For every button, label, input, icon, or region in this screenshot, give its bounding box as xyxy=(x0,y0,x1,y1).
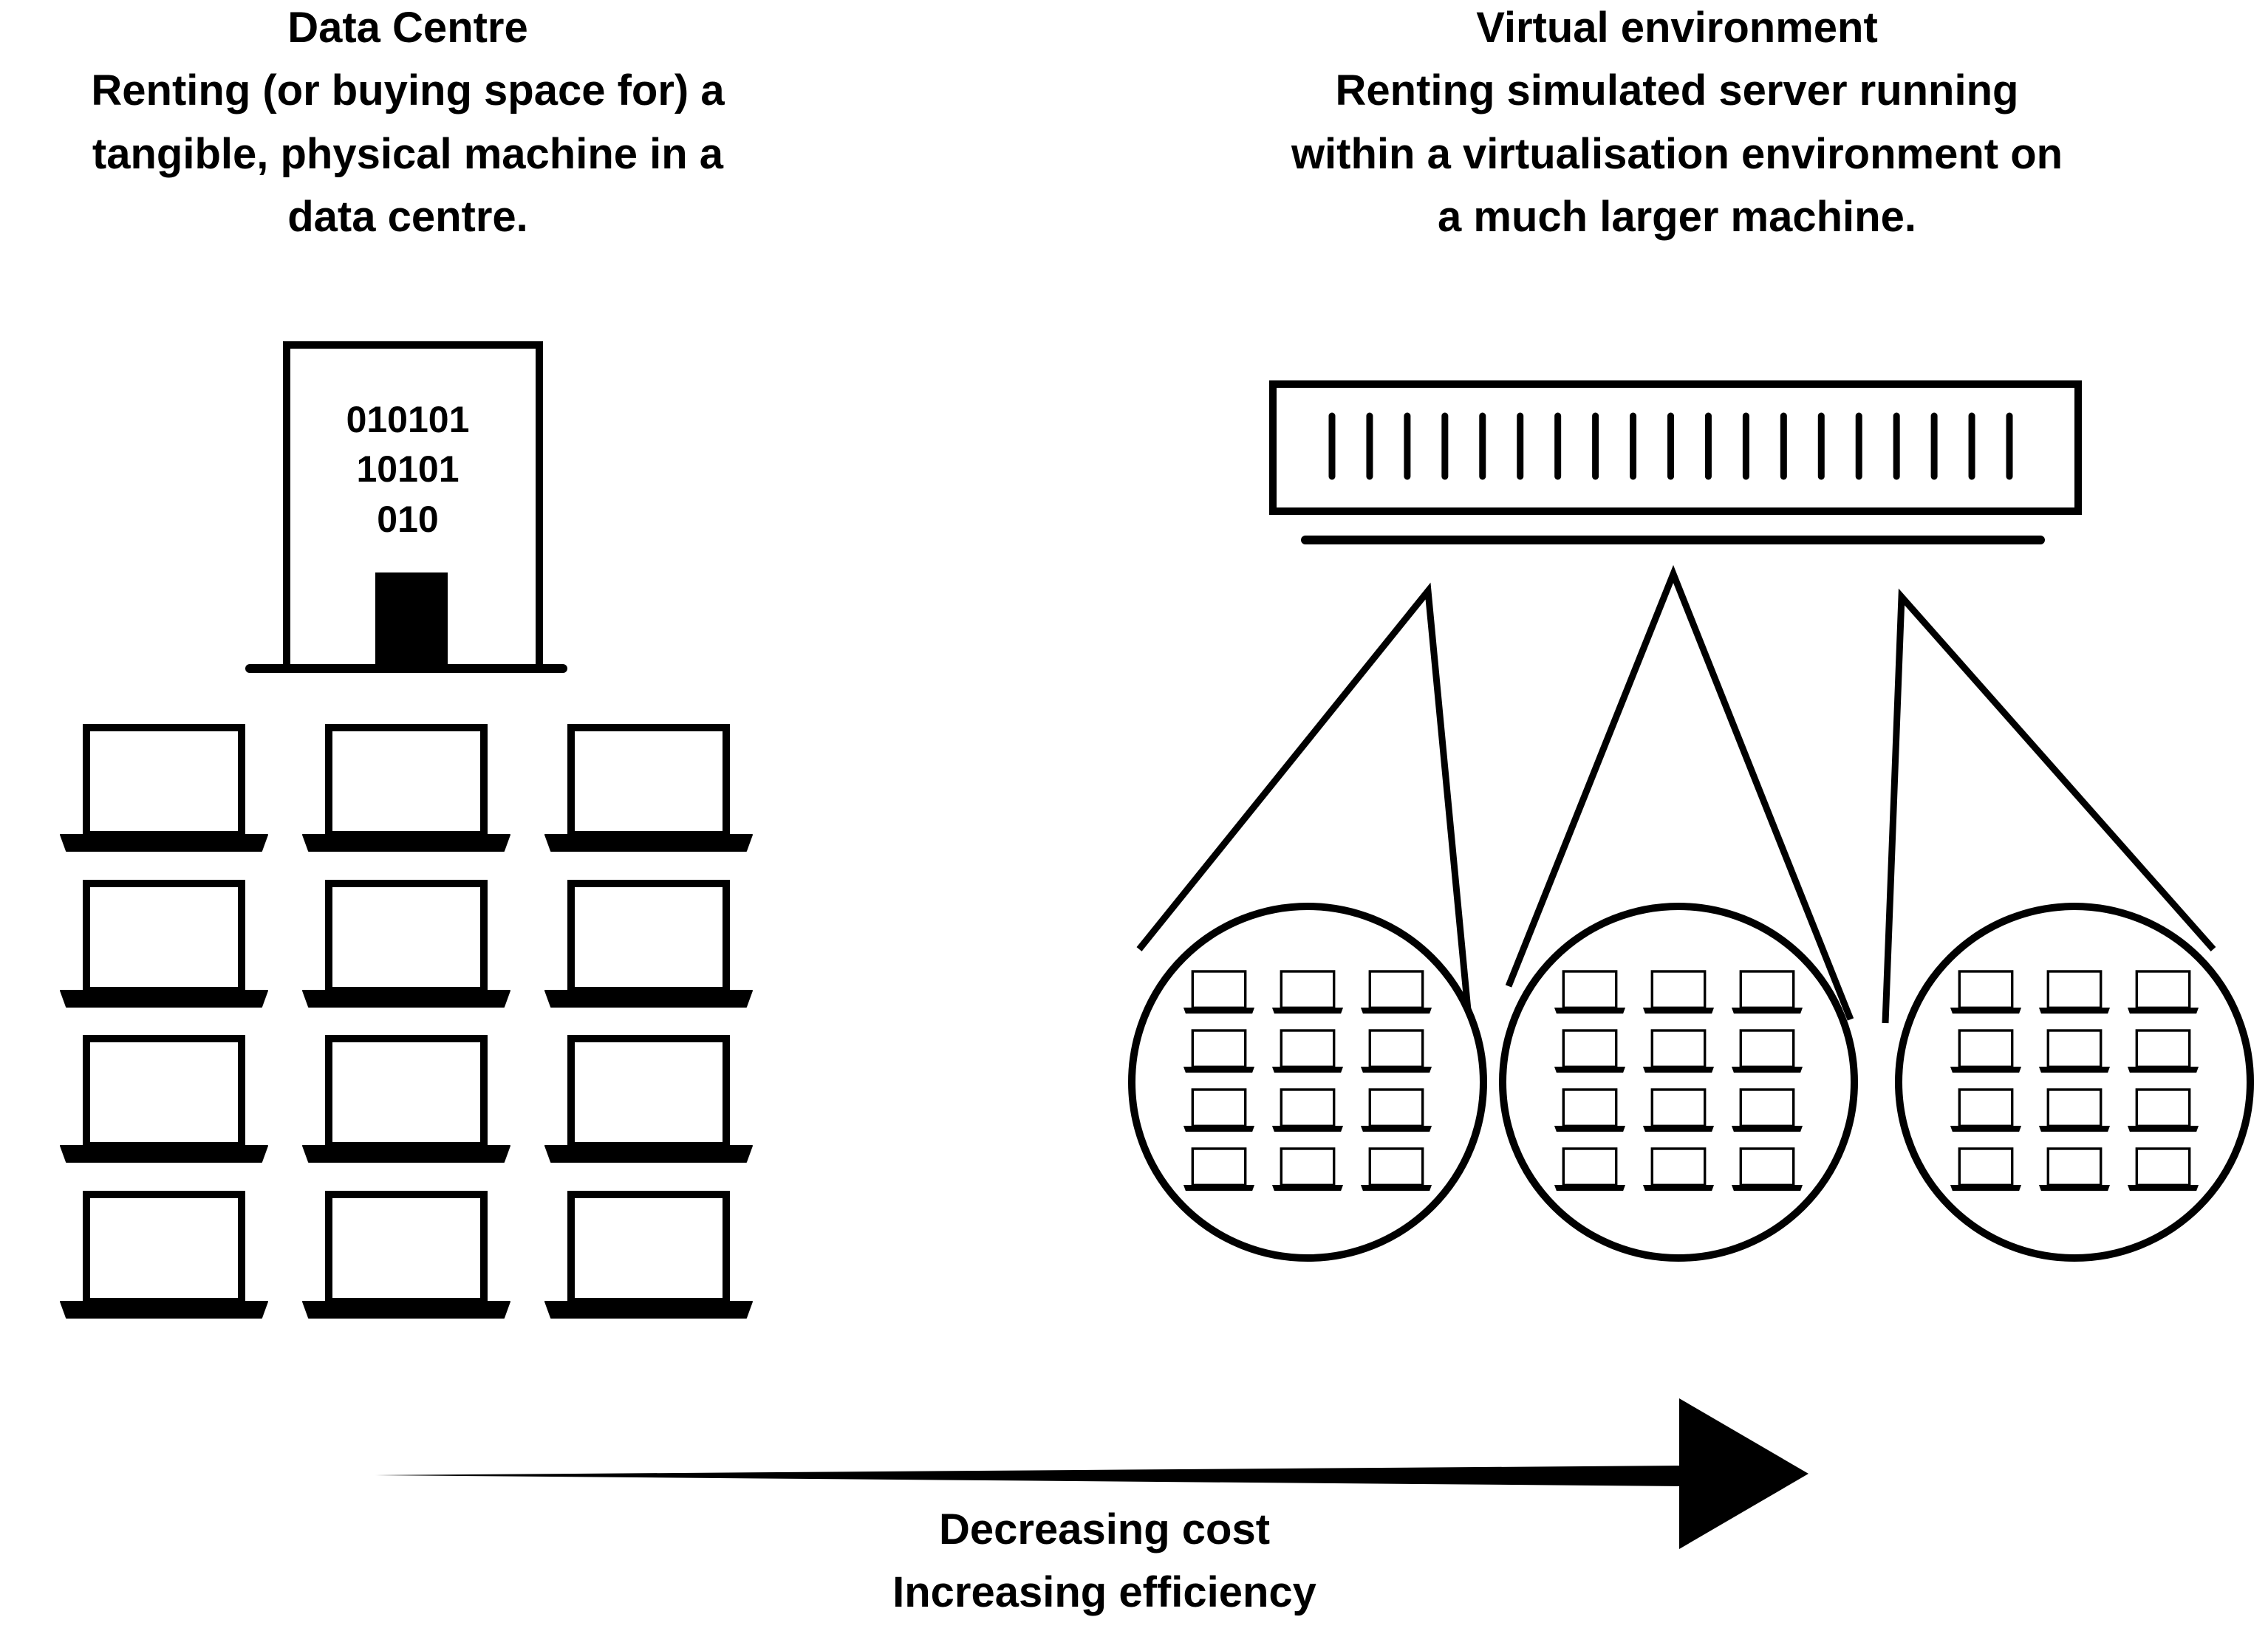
mini-laptop-icon xyxy=(1554,1088,1625,1132)
virtual-machine-bubble-icon xyxy=(1128,903,1487,1262)
laptop-grid xyxy=(60,724,753,1319)
mini-laptop-icon xyxy=(1732,970,1803,1014)
data-centre-description-line-1: Renting (or buying space for) a xyxy=(91,66,725,114)
zoom-cone-1 xyxy=(1136,582,1475,1050)
mini-laptop-icon xyxy=(1732,1088,1803,1132)
mini-laptop-icon xyxy=(1554,1147,1625,1192)
arrow-right-icon xyxy=(373,1398,1808,1549)
mini-laptop-icon xyxy=(2128,1088,2199,1132)
virtual-machine-bubble-icon xyxy=(1499,903,1858,1262)
laptop-icon xyxy=(60,1191,268,1319)
binary-line-2: 10101 xyxy=(356,448,459,490)
zoom-cones xyxy=(1136,564,2216,1050)
mini-laptop-icon xyxy=(2039,970,2110,1014)
virtual-environment-description-line-1: Renting simulated server running xyxy=(1336,66,2019,114)
mini-laptop-icon xyxy=(1643,1088,1714,1132)
laptop-icon xyxy=(302,1035,510,1163)
mini-laptop-icon xyxy=(1272,1147,1343,1192)
rack-server-icon xyxy=(1269,380,2082,544)
mini-laptop-icon xyxy=(1643,1029,1714,1073)
mini-laptop-icon xyxy=(1361,1029,1432,1073)
laptop-icon xyxy=(60,724,268,852)
mini-laptop-icon xyxy=(2039,1029,2110,1073)
mini-laptop-icon xyxy=(1643,1147,1714,1192)
mini-laptop-icon xyxy=(1272,970,1343,1014)
mini-laptop-icon xyxy=(1950,1088,2021,1132)
mini-laptop-icon xyxy=(1732,1029,1803,1073)
zoom-cone-2 xyxy=(1505,564,1854,1021)
data-centre-description-line-3: data centre. xyxy=(287,193,528,241)
mini-laptop-icon xyxy=(1361,1147,1432,1192)
mini-laptop-icon xyxy=(1361,970,1432,1014)
mini-laptop-icon xyxy=(1361,1088,1432,1132)
mini-laptop-icon xyxy=(1183,1088,1254,1132)
laptop-icon xyxy=(302,724,510,852)
laptop-icon xyxy=(60,1035,268,1163)
laptop-icon xyxy=(544,724,753,852)
mini-laptop-icon xyxy=(1950,1147,2021,1192)
left-header: Data Centre Renting (or buying space for… xyxy=(91,4,725,241)
laptop-icon xyxy=(544,1191,753,1319)
laptop-icon xyxy=(544,1035,753,1163)
mini-laptop-icon xyxy=(2128,1029,2199,1073)
virtual-machine-bubbles xyxy=(1128,903,2254,1262)
data-centre-title: Data Centre xyxy=(287,4,528,52)
mini-laptop-icon xyxy=(1183,1147,1254,1192)
virtual-environment-description-line-2: within a virtualisation environment on xyxy=(1291,130,2063,178)
mini-laptop-icon xyxy=(2039,1088,2110,1132)
server-slots xyxy=(1328,412,2013,480)
mini-laptop-icon xyxy=(2039,1147,2110,1192)
laptop-icon xyxy=(60,880,268,1008)
right-header: Virtual environment Renting simulated se… xyxy=(1291,4,2063,241)
laptop-icon xyxy=(302,1191,510,1319)
binary-line-1: 010101 xyxy=(346,399,470,440)
mini-laptop-icon xyxy=(2128,1147,2199,1192)
arrow-caption-line-2: Increasing efficiency xyxy=(892,1568,1316,1616)
mini-laptop-icon xyxy=(1950,1029,2021,1073)
mini-laptop-icon xyxy=(1732,1147,1803,1192)
mini-laptop-icon xyxy=(1554,970,1625,1014)
mini-laptop-icon xyxy=(1643,970,1714,1014)
mini-laptop-icon xyxy=(2128,970,2199,1014)
data-centre-building-icon: 010101 10101 010 xyxy=(245,341,567,673)
mini-laptop-icon xyxy=(1950,970,2021,1014)
mini-laptop-icon xyxy=(1554,1029,1625,1073)
arrow-caption: Decreasing cost Increasing efficiency xyxy=(892,1505,1316,1616)
mini-laptop-icon xyxy=(1272,1088,1343,1132)
zoom-cone-3 xyxy=(1882,588,2216,1024)
mini-laptop-icon xyxy=(1183,970,1254,1014)
virtual-environment-title: Virtual environment xyxy=(1476,4,1878,52)
binary-line-3: 010 xyxy=(377,499,438,540)
mini-laptop-icon xyxy=(1183,1029,1254,1073)
laptop-icon xyxy=(302,880,510,1008)
data-centre-description-line-2: tangible, physical machine in a xyxy=(92,130,724,178)
virtual-machine-bubble-icon xyxy=(1895,903,2254,1262)
mini-laptop-icon xyxy=(1272,1029,1343,1073)
laptop-icon xyxy=(544,880,753,1008)
virtual-environment-description-line-3: a much larger machine. xyxy=(1438,193,1916,241)
arrow-caption-line-1: Decreasing cost xyxy=(939,1505,1270,1553)
